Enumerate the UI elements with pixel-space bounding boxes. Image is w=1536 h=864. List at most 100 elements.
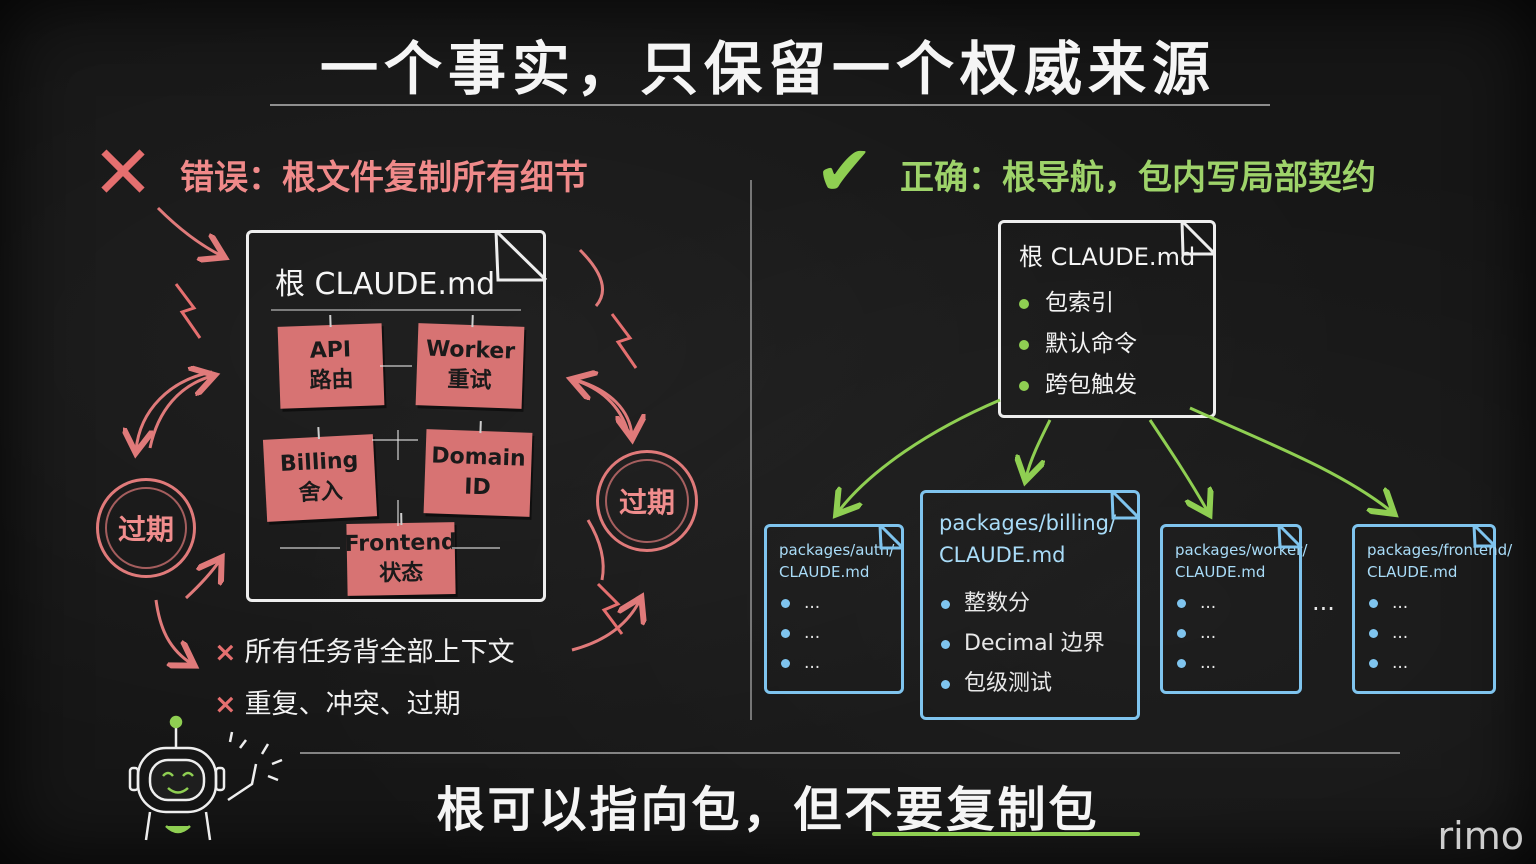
bullet-dot-icon xyxy=(1177,628,1186,638)
package-path: packages/billing/CLAUDE.md xyxy=(939,507,1116,571)
root-doc-list: 包索引 默认命令 跨包触发 xyxy=(1019,283,1137,406)
watermark-rimo: rimo xyxy=(1437,814,1524,858)
package-list: ... ... ... xyxy=(1177,593,1216,683)
pin-icon xyxy=(317,426,320,440)
list-item: 整数分 xyxy=(941,585,1105,625)
note-line2: 路由 xyxy=(309,367,354,394)
stamp-ring xyxy=(605,459,689,543)
list-item: ... xyxy=(1369,593,1408,623)
package-list: ... ... ... xyxy=(781,593,820,683)
bullet-dot-icon xyxy=(1019,339,1029,350)
item-text: ... xyxy=(1200,623,1217,643)
bullet-text: 所有任务背全部上下文 xyxy=(244,637,515,668)
note-line1: API xyxy=(309,337,352,364)
footer-highlight-underline xyxy=(872,832,1140,836)
path-line1: packages/frontend/ xyxy=(1367,541,1513,559)
list-item: ... xyxy=(1177,623,1216,653)
note-line1: Frontend xyxy=(344,530,458,557)
list-item: 默认命令 xyxy=(1019,324,1137,365)
note-line2: 重试 xyxy=(447,367,492,394)
footer-text: 根可以指向包，但 xyxy=(436,782,845,838)
check-icon: ✔ xyxy=(815,130,874,212)
column-divider xyxy=(750,180,752,720)
list-item: ... xyxy=(781,653,820,683)
stamp-ring xyxy=(105,487,187,569)
package-path: packages/auth/CLAUDE.md xyxy=(779,539,894,583)
arrow-to-frontend xyxy=(1189,406,1392,512)
list-item: 包级测试 xyxy=(941,665,1105,705)
item-text: 默认命令 xyxy=(1045,331,1137,357)
item-text: ... xyxy=(804,653,821,673)
list-item: ... xyxy=(781,623,820,653)
wrong-heading: 错误：根文件复制所有细节 xyxy=(180,158,588,198)
bullet-dot-icon xyxy=(781,658,790,668)
bullet-dot-icon xyxy=(1369,598,1378,608)
package-path: packages/frontend/CLAUDE.md xyxy=(1367,539,1512,583)
item-text: ... xyxy=(1392,623,1409,643)
stale-stamp-left: 过期 xyxy=(96,478,196,578)
item-text: ... xyxy=(1200,593,1217,613)
package-path: packages/worker/CLAUDE.md xyxy=(1175,539,1307,583)
bullet-dot-icon xyxy=(941,639,950,649)
footer-rule xyxy=(300,752,1400,754)
item-text: 整数分 xyxy=(964,591,1031,616)
package-doc-auth: packages/auth/CLAUDE.md ... ... ... xyxy=(764,524,904,694)
package-doc-billing: packages/billing/CLAUDE.md 整数分 Decimal 边… xyxy=(920,490,1140,720)
root-claude-doc-nav: 根 CLAUDE.md 包索引 默认命令 跨包触发 xyxy=(998,220,1216,418)
pin-icon xyxy=(400,512,403,526)
item-text: ... xyxy=(804,623,821,643)
path-line2: CLAUDE.md xyxy=(779,563,870,581)
item-text: 包级测试 xyxy=(964,671,1053,696)
path-line2: CLAUDE.md xyxy=(939,543,1066,567)
bullet-text: 重复、冲突、过期 xyxy=(244,689,461,720)
sticky-note-api: API 路由 xyxy=(277,314,385,409)
arrow-to-worker xyxy=(1148,419,1208,512)
note-line1: Domain xyxy=(430,443,527,472)
stale-stamp-right: 过期 xyxy=(596,450,698,552)
note-line2: ID xyxy=(463,474,492,501)
list-item: ... xyxy=(1369,623,1408,653)
pin-icon xyxy=(329,314,332,328)
arrow-to-billing xyxy=(1026,419,1052,478)
item-text: Decimal 边界 xyxy=(964,631,1105,656)
page-title: 一个事实，只保留一个权威来源 xyxy=(319,35,1216,103)
path-line1: packages/worker/ xyxy=(1175,541,1308,559)
cross-bullet-icon: × xyxy=(214,689,237,720)
item-text: ... xyxy=(804,593,821,613)
wrong-bullet-1: ×所有任务背全部上下文 xyxy=(214,630,515,669)
item-text: 包索引 xyxy=(1045,290,1114,316)
footer-takeaway: 根可以指向包，但不要复制包 xyxy=(0,770,1536,840)
bullet-dot-icon xyxy=(1369,628,1378,638)
pin-icon xyxy=(479,421,482,434)
list-item: ... xyxy=(1177,593,1216,623)
note-line1: Billing xyxy=(279,447,359,478)
sticky-note-frontend: Frontend 状态 xyxy=(344,512,458,596)
item-text: 跨包触发 xyxy=(1045,372,1137,398)
list-item: 跨包触发 xyxy=(1019,365,1137,406)
package-list: 整数分 Decimal 边界 包级测试 xyxy=(941,585,1105,705)
bullet-dot-icon xyxy=(941,679,950,689)
list-item: ... xyxy=(781,593,820,623)
wrong-bullet-2: ×重复、冲突、过期 xyxy=(214,682,461,721)
package-list: ... ... ... xyxy=(1369,593,1408,683)
bullet-dot-icon xyxy=(1369,658,1378,668)
note-line2: 状态 xyxy=(379,560,424,587)
item-text: ... xyxy=(1392,593,1409,613)
path-line1: packages/auth/ xyxy=(779,541,895,559)
bullet-dot-icon xyxy=(1177,658,1186,668)
package-doc-frontend: packages/frontend/CLAUDE.md ... ... ... xyxy=(1352,524,1512,694)
bullet-dot-icon xyxy=(941,599,950,609)
cross-bullet-icon: × xyxy=(214,637,237,668)
note-line1: Worker xyxy=(425,336,516,365)
cross-icon: ✕ xyxy=(92,130,155,216)
item-text: ... xyxy=(1392,653,1409,673)
note-line2: 舍入 xyxy=(298,478,344,507)
list-item: 包索引 xyxy=(1019,283,1137,324)
pin-icon xyxy=(471,315,474,328)
right-heading: 正确：根导航，包内写局部契约 xyxy=(900,158,1376,198)
doc-rule xyxy=(271,309,521,311)
